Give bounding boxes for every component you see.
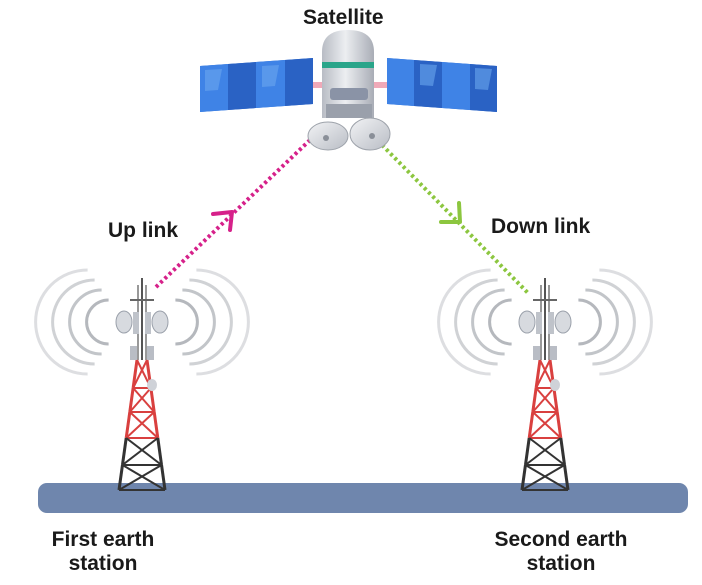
first-tower-icon (34, 268, 250, 491)
downlink-path (380, 143, 530, 295)
second-station-line2: station (526, 552, 596, 575)
signal-waves-icon (34, 268, 250, 376)
signal-waves-icon (437, 268, 653, 376)
second-earth-station-label: Second earth station (478, 528, 644, 576)
downlink-arrow-icon (439, 201, 462, 224)
first-station-line1: First earth (51, 528, 155, 551)
first-earth-station-label: First earth station (38, 528, 168, 576)
first-station-line2: station (68, 552, 138, 575)
right-solar-panel (387, 58, 497, 112)
second-tower-icon (437, 268, 653, 491)
satellite-icon (200, 30, 497, 151)
uplink-arrow-icon (211, 210, 234, 232)
second-station-line1: Second earth (494, 528, 628, 551)
ground-bar (38, 483, 688, 513)
uplink-label: Up link (108, 219, 179, 242)
downlink-label: Down link (491, 215, 591, 238)
satellite-label: Satellite (303, 6, 384, 29)
left-solar-panel (200, 58, 313, 112)
